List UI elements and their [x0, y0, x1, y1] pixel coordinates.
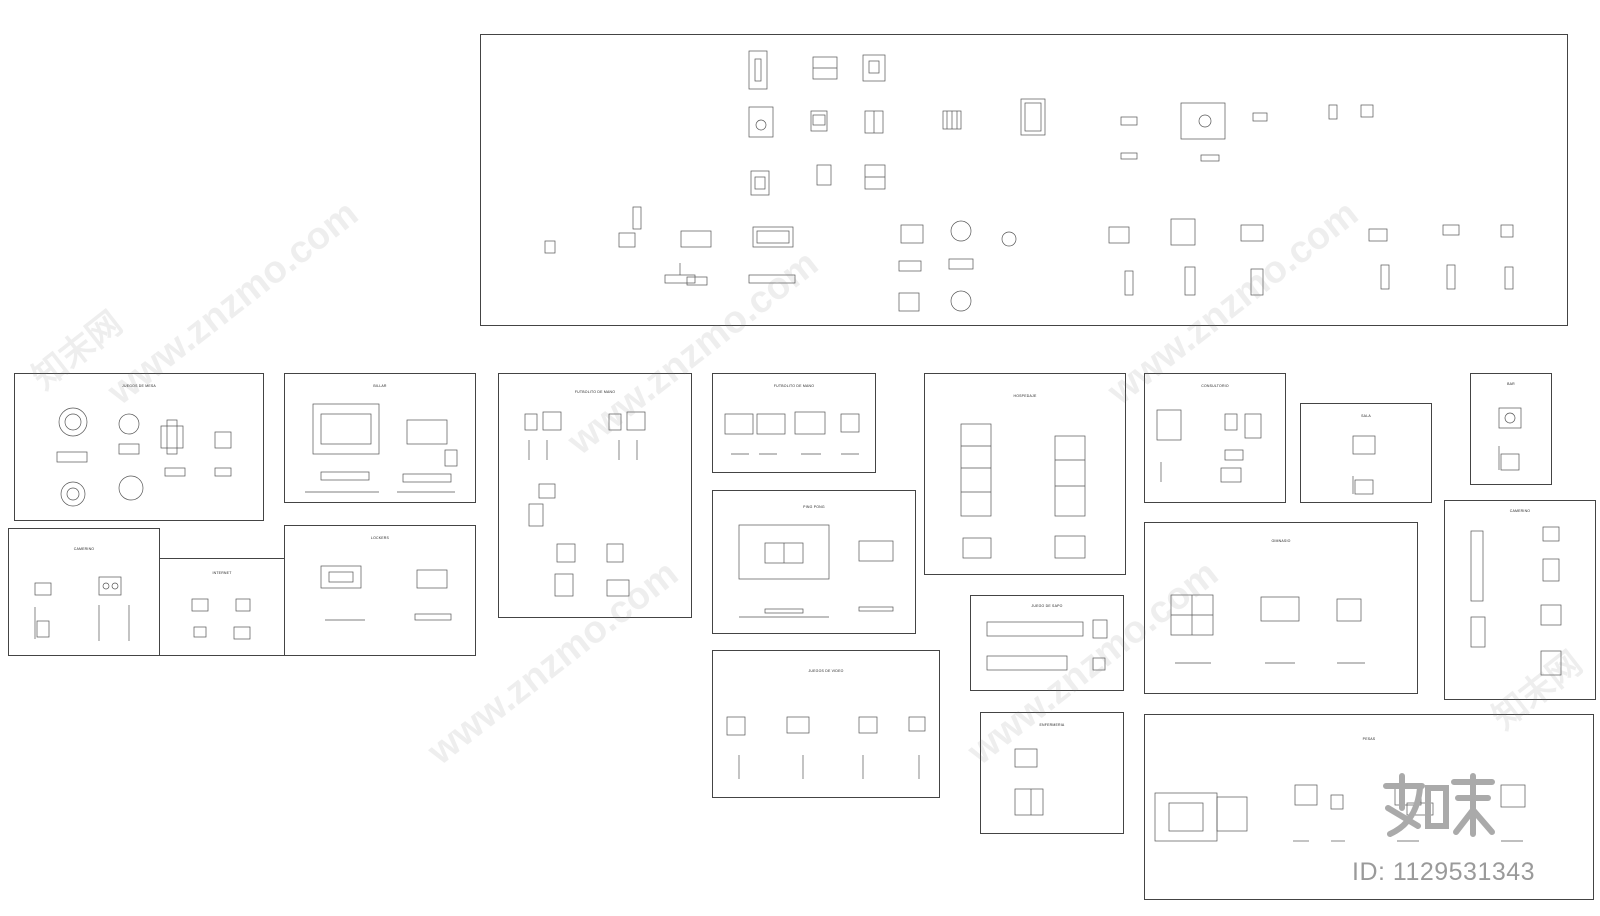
sheet-camerino: CAMERINO	[1444, 500, 1596, 700]
sheet-hospedaje-drawing	[960, 423, 1086, 559]
sheet-juego-mesa-drawing	[56, 407, 232, 507]
sheet-lockers: LOCKERS	[284, 525, 476, 656]
sheet-internet: INTERNET	[159, 558, 285, 656]
sheet-billar: BILLAR	[284, 373, 476, 503]
sheet-juegos-video: JUEGOS DE VIDEO	[712, 650, 940, 798]
sheet-title: GIMNASIO	[1271, 539, 1291, 543]
sheet-title: CONSULTORIO	[1201, 384, 1229, 388]
sheet-title: FUTBOLITO DE MANO	[773, 384, 815, 388]
sheet-main	[480, 34, 1568, 326]
sheet-lockers-drawing	[320, 565, 452, 621]
sheet-futbolito: FUTBOLITO DE MANO	[498, 373, 692, 618]
sheet-juego-sapo: JUEGO DE SAPO	[970, 595, 1124, 691]
sheet-ping-pong-drawing	[738, 524, 894, 618]
sheet-futbolito-mano-drawing	[724, 411, 860, 455]
sheet-title: HOSPEDAJE	[1013, 394, 1037, 398]
sheet-enfermeria: ENFERMERIA	[980, 712, 1124, 834]
sheet-futbolito-drawing	[524, 411, 646, 597]
sheet-title: BAR	[1507, 382, 1515, 386]
sheet-ping-pong: PING PONG	[712, 490, 916, 634]
sheet-title: PESAS	[1362, 737, 1376, 741]
sheet-deportes-small: CAMERINO	[8, 528, 160, 656]
sheet-bar-drawing	[1498, 407, 1522, 471]
sheet-juego-mesa: JUEGOS DE MESA	[14, 373, 264, 521]
sheet-camerino-drawing	[1470, 526, 1562, 676]
sheet-title: ENFERMERIA	[1039, 723, 1065, 727]
sheet-main-drawing	[544, 50, 1514, 312]
sheet-title: INTERNET	[212, 571, 232, 575]
sheet-futbolito-mano: FUTBOLITO DE MANO	[712, 373, 876, 473]
sheet-billar-drawing	[305, 403, 458, 493]
sheet-title: CAMERINO	[73, 547, 95, 551]
sheet-gimnasio-drawing	[1170, 594, 1365, 664]
sheet-deportes-small-drawing	[34, 576, 130, 641]
sheet-title: PING PONG	[803, 505, 825, 509]
sheet-sala-drawing	[1352, 435, 1376, 495]
sheet-enfermeria-drawing	[1014, 748, 1044, 816]
watermark-id: ID: 1129531343	[1352, 858, 1536, 886]
sheet-title: JUEGOS DE VIDEO	[808, 669, 844, 673]
sheet-title: BILLAR	[373, 384, 387, 388]
sheet-consultorio-drawing	[1156, 409, 1262, 483]
sheet-title: FUTBOLITO DE MANO	[574, 390, 616, 394]
sheet-title: SALA	[1361, 414, 1371, 418]
sheet-title: JUEGOS DE MESA	[122, 384, 156, 388]
sheet-pesas: PESAS	[1144, 714, 1594, 900]
sheet-hospedaje: HOSPEDAJE	[924, 373, 1126, 575]
sheet-sala: SALA	[1300, 403, 1432, 503]
sheet-juegos-video-drawing	[726, 716, 926, 779]
sheet-title: JUEGO DE SAPO	[1031, 604, 1063, 608]
sheet-title: CAMERINO	[1509, 509, 1531, 513]
sheet-title: LOCKERS	[370, 536, 390, 540]
sheet-consultorio: CONSULTORIO	[1144, 373, 1286, 503]
sheet-juego-sapo-drawing	[986, 619, 1108, 671]
sheet-internet-drawing	[191, 598, 251, 640]
sheet-gimnasio: GIMNASIO	[1144, 522, 1418, 694]
sheet-bar: BAR	[1470, 373, 1552, 485]
